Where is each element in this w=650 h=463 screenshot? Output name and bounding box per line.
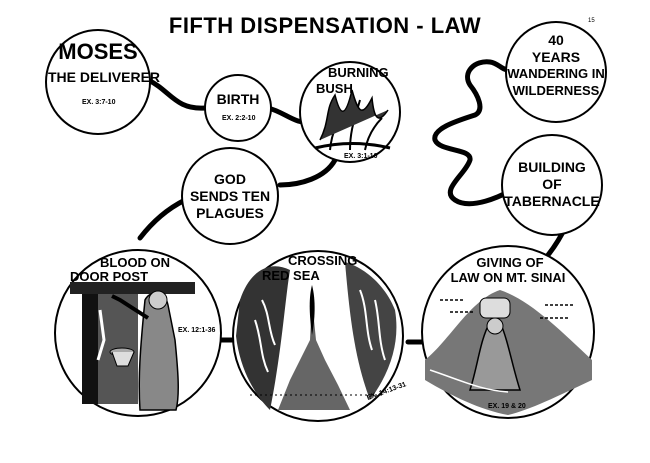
tabernacle-label-line2: OF [542, 176, 562, 192]
red-sea-illustration [236, 262, 397, 410]
sinai-label-line2: LAW ON MT. SINAI [450, 270, 566, 285]
burning-bush-illustration [314, 89, 391, 151]
tabernacle-label-line1: BUILDING [518, 159, 586, 175]
connector-lines [137, 59, 571, 345]
burning-bush-label-line1: BURNING [328, 65, 389, 80]
burning-bush-label-line2: BUSH [316, 81, 353, 96]
moses-reference: EX. 3:7-10 [82, 99, 116, 106]
burning-bush-reference: EX. 3:1-10 [344, 153, 378, 160]
birth-label: BIRTH [216, 91, 260, 107]
red-sea-label-line1: CROSSING [288, 253, 358, 268]
birth-reference: EX. 2:2-10 [222, 115, 256, 122]
moses-label-line1: MOSES [58, 39, 138, 64]
moses-circle [45, 29, 151, 135]
tabernacle-label-line3: TABERNACLE [504, 193, 600, 209]
birth-circle [204, 74, 272, 142]
blood-reference: EX. 12:1-36 [178, 327, 216, 334]
door-post-illustration [70, 282, 195, 411]
mt-sinai-illustration [425, 290, 592, 415]
wandering-label-line3: WANDERING IN [507, 66, 605, 81]
connector-bush-plagues [277, 157, 338, 188]
plagues-circle [181, 147, 279, 245]
connector-moses-birth [145, 77, 208, 111]
blood-label-line2: DOOR POST [70, 269, 149, 284]
connector-wandering-path [432, 59, 523, 207]
plagues-label-line1: GOD [214, 171, 246, 187]
tabernacle-circle [501, 134, 603, 236]
wandering-circle [505, 21, 607, 123]
plagues-label-line2: SENDS TEN [189, 188, 271, 204]
wandering-label-line2: YEARS [531, 49, 581, 65]
page-title: FIFTH DISPENSATION - LAW [168, 13, 482, 38]
red-sea-label-line2: RED SEA [262, 268, 320, 283]
sinai-reference: EX. 19 & 20 [488, 403, 526, 410]
page-number: 15 [588, 18, 595, 24]
wandering-label-line4: WILDERNESS [512, 83, 600, 98]
sinai-label-line1: GIVING OF [476, 255, 544, 270]
moses-label-line2: THE DELIVERER [48, 69, 161, 85]
connector-plagues-blood [137, 197, 188, 241]
wandering-label-line1: 40 [548, 32, 564, 48]
blood-label-line1: BLOOD ON [100, 255, 171, 270]
plagues-label-line3: PLAGUES [196, 205, 264, 221]
